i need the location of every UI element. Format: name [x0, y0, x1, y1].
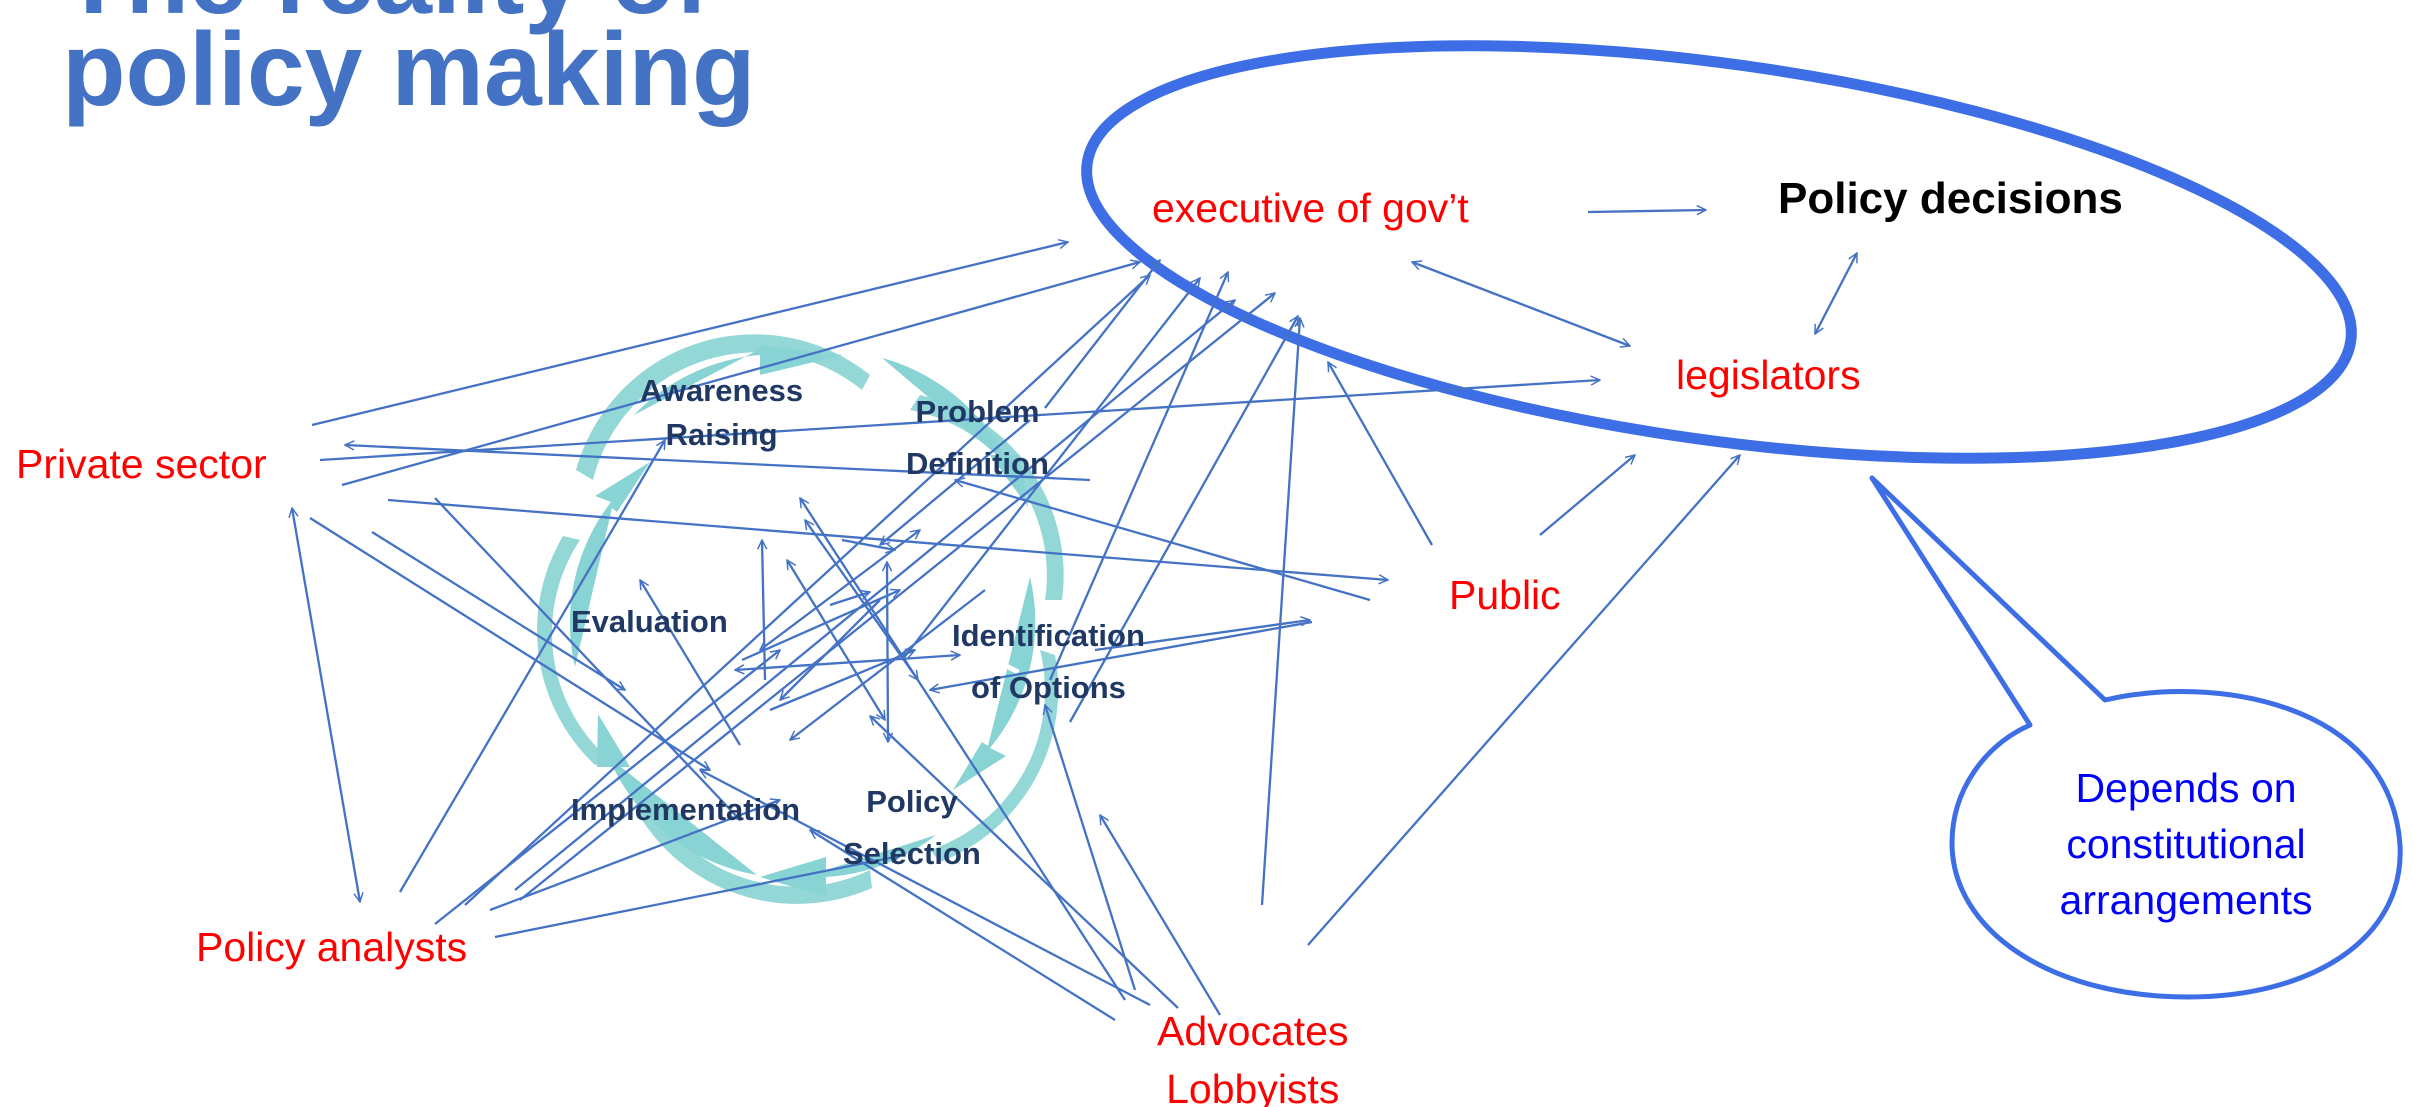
actor-legislators: legislators: [1676, 352, 1861, 398]
actor-private-sector: Private sector: [16, 441, 267, 487]
stage-label-evaluation: Evaluation: [571, 604, 728, 639]
cycle-segment-awareness: [634, 345, 843, 415]
policy-decisions-label: Policy decisions: [1778, 174, 2123, 223]
cycle-segment-options: [953, 577, 1036, 790]
stage-label-implementation: Implementation: [571, 792, 801, 827]
actor-policy-analysts: Policy analysts: [196, 924, 468, 970]
callout-text: Depends on constitutional arrangements: [2059, 765, 2313, 923]
page-title: The reality of policy making: [62, 0, 756, 128]
callout-bubble: [1869, 475, 2403, 1000]
actor-advocates-lobbyists: Advocates Lobbyists: [1157, 1008, 1349, 1107]
cycle-segment-evaluation: [569, 462, 650, 667]
actor-public: Public: [1449, 572, 1561, 618]
government-ellipse: [1081, 40, 2357, 464]
actor-executive: executive of gov’t: [1152, 185, 1469, 231]
stage-label-problem: Problem Definition: [906, 394, 1049, 481]
stage-label-selection: Policy Selection: [843, 784, 981, 871]
title-line-2: policy making: [62, 12, 756, 128]
stage-label-awareness: Awareness Raising: [640, 373, 804, 452]
influence-arrows: [292, 210, 1859, 1021]
stage-label-options: Identification of Options: [952, 618, 1145, 705]
